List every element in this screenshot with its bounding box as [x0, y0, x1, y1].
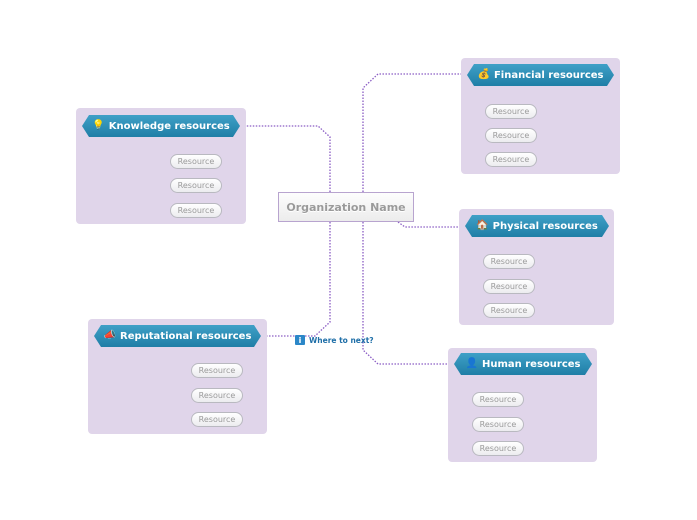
branch-financial-resources[interactable]: 💰 Financial resources [467, 64, 614, 86]
connector-financial [362, 73, 470, 192]
resource-label: Resource [177, 157, 215, 166]
resource-label: Resource [198, 366, 236, 375]
megaphone-icon: 📣 [103, 330, 117, 341]
central-topic[interactable]: Organization Name [278, 192, 414, 222]
branch-physical-label: Physical resources [492, 220, 598, 232]
knowledge-resource-3[interactable]: Resource [170, 203, 222, 218]
human-resource-2[interactable]: Resource [472, 417, 524, 432]
resource-label: Resource [177, 206, 215, 215]
branch-knowledge-resources[interactable]: 💡 Knowledge resources [82, 115, 240, 137]
branch-reputational-resources[interactable]: 📣 Reputational resources [94, 325, 261, 347]
reputational-resource-2[interactable]: Resource [191, 388, 243, 403]
physical-resource-3[interactable]: Resource [483, 303, 535, 318]
branch-human-label: Human resources [481, 358, 581, 370]
branch-human-resources[interactable]: 👤 Human resources [454, 353, 592, 375]
resource-label: Resource [479, 420, 517, 429]
lightbulb-icon: 💡 [92, 120, 105, 131]
physical-resource-1[interactable]: Resource [483, 254, 535, 269]
human-resource-3[interactable]: Resource [472, 441, 524, 456]
note-label: Where to next? [309, 335, 374, 345]
knowledge-resource-1[interactable]: Resource [170, 154, 222, 169]
reputational-resource-1[interactable]: Resource [191, 363, 243, 378]
money-bag-icon: 💰 [477, 69, 490, 80]
physical-resource-2[interactable]: Resource [483, 279, 535, 294]
resource-label: Resource [490, 257, 528, 266]
resource-label: Resource [177, 181, 215, 190]
connector-reputational [262, 222, 331, 337]
reputational-resource-3[interactable]: Resource [191, 412, 243, 427]
resource-label: Resource [492, 131, 530, 140]
knowledge-resource-2[interactable]: Resource [170, 178, 222, 193]
resource-label: Resource [198, 415, 236, 424]
connector-physical [397, 221, 468, 228]
person-icon: 👤 [465, 358, 478, 369]
human-resource-1[interactable]: Resource [472, 392, 524, 407]
resource-label: Resource [490, 306, 528, 315]
branch-reputational-label: Reputational resources [120, 330, 252, 342]
financial-resource-3[interactable]: Resource [485, 152, 537, 167]
connector-human [362, 222, 456, 365]
branch-financial-label: Financial resources [493, 69, 604, 81]
connector-knowledge [240, 125, 331, 192]
resource-label: Resource [492, 107, 530, 116]
info-icon: i [295, 335, 305, 345]
resource-label: Resource [492, 155, 530, 164]
building-icon: 🏠 [476, 220, 489, 231]
financial-resource-2[interactable]: Resource [485, 128, 537, 143]
resource-label: Resource [490, 282, 528, 291]
resource-label: Resource [479, 444, 517, 453]
branch-knowledge-label: Knowledge resources [108, 120, 230, 132]
financial-resource-1[interactable]: Resource [485, 104, 537, 119]
central-topic-label: Organization Name [286, 200, 406, 214]
where-to-next-note[interactable]: i Where to next? [295, 335, 374, 345]
branch-physical-resources[interactable]: 🏠 Physical resources [465, 215, 609, 237]
resource-label: Resource [479, 395, 517, 404]
resource-label: Resource [198, 391, 236, 400]
